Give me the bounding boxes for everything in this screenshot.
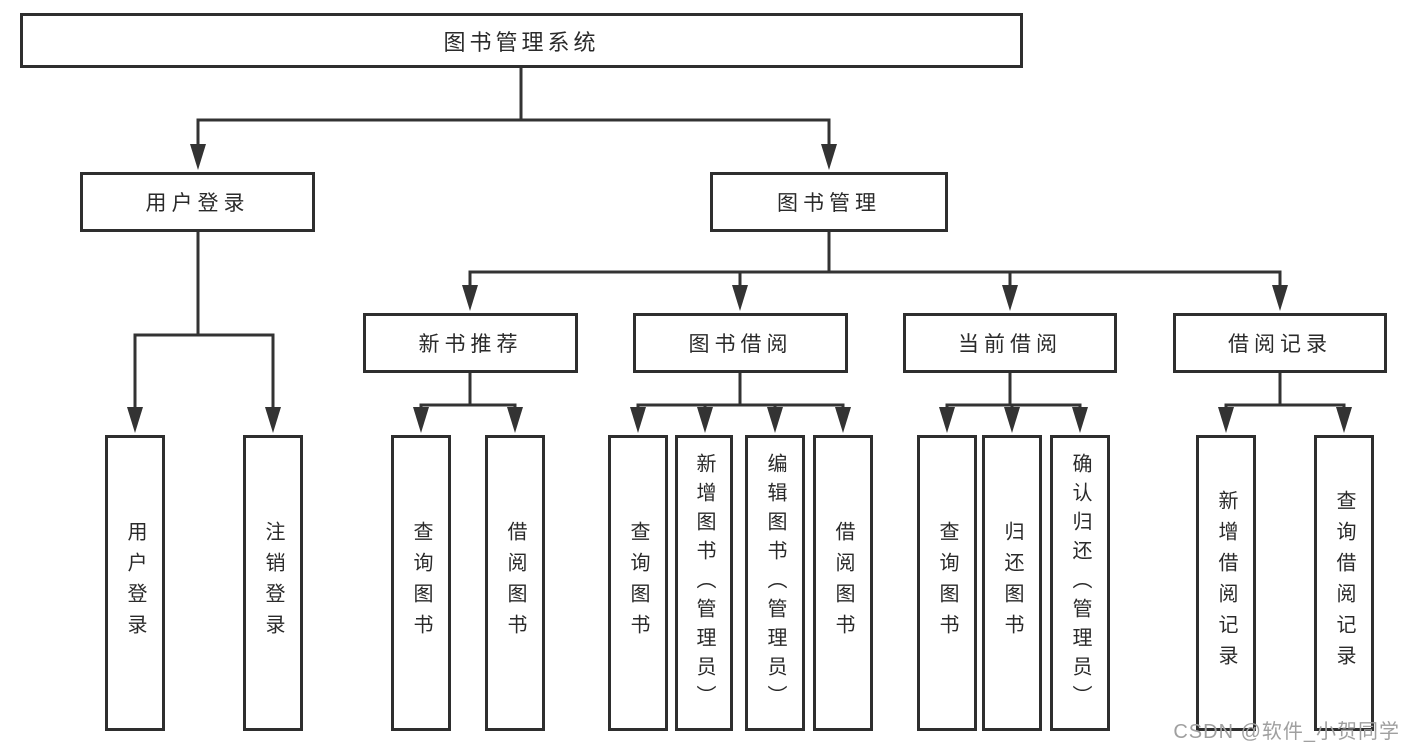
leaf-label: 查询借阅记录 [1333, 490, 1355, 676]
arrow-down-icon [1002, 285, 1018, 311]
arrow-down-icon [462, 285, 478, 311]
node-book-management: 图书管理 [710, 172, 948, 232]
connector-borrow-records-children [1224, 373, 1346, 409]
leaf-label: 新增借阅记录 [1215, 490, 1237, 676]
leaf-label: 新增图书（管理员） [693, 452, 715, 714]
connector-book-management-children [468, 232, 1282, 287]
arrow-down-icon [1336, 407, 1352, 433]
node-borrowing-records: 借阅记录 [1173, 313, 1387, 373]
leaf-label: 查询图书 [936, 521, 958, 645]
arrow-down-icon [1004, 407, 1020, 433]
arrow-down-icon [821, 144, 837, 170]
leaf-add-borrow-record: 新增借阅记录 [1196, 435, 1256, 731]
leaf-edit-books-admin: 编辑图书（管理员） [745, 435, 805, 731]
leaf-label: 查询图书 [627, 521, 649, 645]
arrow-down-icon [1272, 285, 1288, 311]
arrow-down-icon [1072, 407, 1088, 433]
leaf-label: 借阅图书 [832, 521, 854, 645]
arrow-down-icon [630, 407, 646, 433]
arrow-down-icon [939, 407, 955, 433]
leaf-return-books: 归还图书 [982, 435, 1042, 731]
leaf-label: 注销登录 [262, 521, 284, 645]
leaf-add-books-admin: 新增图书（管理员） [675, 435, 733, 731]
node-book-borrowing: 图书借阅 [633, 313, 848, 373]
leaf-query-borrow-record: 查询借阅记录 [1314, 435, 1374, 731]
leaf-confirm-return-admin: 确认归还（管理员） [1050, 435, 1110, 731]
arrow-down-icon [507, 407, 523, 433]
leaf-label: 用户登录 [124, 521, 146, 645]
arrow-down-icon [697, 407, 713, 433]
leaf-label: 确认归还（管理员） [1069, 452, 1091, 714]
arrow-down-icon [190, 144, 206, 170]
leaf-label: 归还图书 [1001, 521, 1023, 645]
arrow-down-icon [1218, 407, 1234, 433]
leaf-label: 查询图书 [410, 521, 432, 645]
watermark: CSDN @软件_小贺同学 [1173, 721, 1400, 743]
node-library-management-system: 图书管理系统 [20, 13, 1023, 68]
arrow-down-icon [767, 407, 783, 433]
connector-root-to-level2 [196, 68, 831, 146]
arrow-down-icon [835, 407, 851, 433]
leaf-query-books-borrowing: 查询图书 [608, 435, 668, 731]
node-new-book-recommendation: 新书推荐 [363, 313, 578, 373]
connector-user-login-children [133, 232, 275, 409]
node-user-login: 用户登录 [80, 172, 315, 232]
node-current-borrowing: 当前借阅 [903, 313, 1117, 373]
arrow-down-icon [127, 407, 143, 433]
connector-book-borrowing-children [636, 373, 845, 409]
leaf-user-login: 用户登录 [105, 435, 165, 731]
arrow-down-icon [732, 285, 748, 311]
arrow-down-icon [413, 407, 429, 433]
leaf-borrow-books-recommend: 借阅图书 [485, 435, 545, 731]
arrow-down-icon [265, 407, 281, 433]
connector-new-book-children [419, 373, 517, 409]
connector-current-borrowing-children [945, 373, 1082, 409]
leaf-label: 借阅图书 [504, 521, 526, 645]
leaf-query-books-current: 查询图书 [917, 435, 977, 731]
leaf-label: 编辑图书（管理员） [764, 452, 786, 714]
leaf-borrow-books-borrowing: 借阅图书 [813, 435, 873, 731]
leaf-logout-login: 注销登录 [243, 435, 303, 731]
leaf-query-books-recommend: 查询图书 [391, 435, 451, 731]
